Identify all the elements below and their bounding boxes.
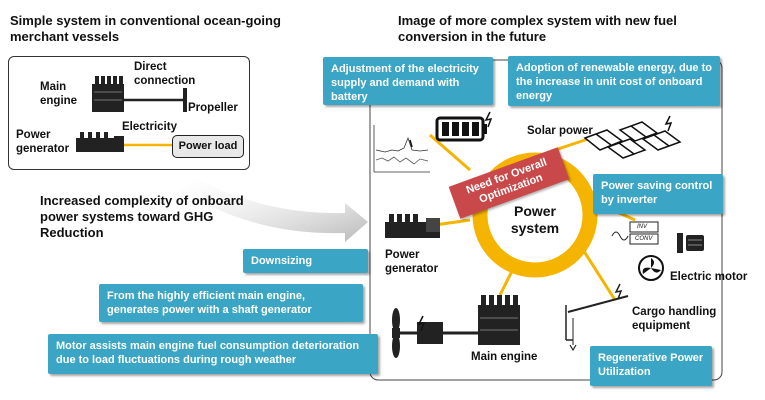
shaft-generator-callout: From the highly efficient main engine, g…	[99, 284, 363, 322]
power-system-label: Power system	[510, 203, 560, 236]
right-panel-title: Image of more complex system with new fu…	[398, 13, 677, 44]
electric-motor-label: Electric motor	[670, 271, 748, 283]
power-generator-icon	[385, 214, 440, 238]
transition-arrow	[180, 178, 368, 242]
power-generator-icon-small	[76, 132, 124, 152]
conv-label: CONV	[635, 236, 653, 242]
inverter-callout: Power saving control by inverter	[593, 174, 723, 214]
battery-icon	[435, 111, 493, 142]
demand-graph-icon	[373, 125, 430, 173]
main-engine-label-right: Main engine	[471, 351, 538, 363]
electric-motor-icon	[638, 233, 704, 281]
transition-label: Increased complexity of onboard power sy…	[40, 193, 244, 240]
inv-label: INV	[637, 224, 648, 230]
propeller-icon-small	[183, 88, 187, 112]
propeller-icon	[392, 308, 400, 358]
renewable-callout: Adoption of renewable energy, due to the…	[508, 56, 720, 106]
cargo-handling-label: Cargo handling equipment	[632, 306, 717, 332]
left-panel-frame	[8, 56, 250, 170]
main-engine-icon	[478, 295, 520, 345]
regenerative-callout: Regenerative Power Utilization	[590, 346, 712, 386]
power-load-box: Power load	[172, 135, 244, 158]
motor-assist-callout: Motor assists main engine fuel consumpti…	[48, 334, 378, 374]
battery-callout: Adjustment of the electricity supply and…	[323, 57, 493, 105]
power-generator-label-left: Power generator	[16, 129, 70, 155]
left-panel-title: Simple system in conventional ocean-goin…	[10, 13, 281, 44]
cargo-crane-icon	[565, 283, 629, 352]
main-engine-icon-small	[92, 76, 124, 112]
solar-panel-icon	[583, 115, 682, 159]
direct-connection-label: Direct connection	[134, 61, 196, 87]
main-engine-label: Main engine	[40, 81, 78, 107]
shaft-generator-icon	[417, 315, 443, 344]
electricity-label: Electricity	[122, 121, 177, 133]
power-generator-label: Power generator	[385, 249, 439, 275]
downsizing-callout: Downsizing	[243, 249, 368, 273]
solar-power-label: Solar power	[527, 125, 593, 137]
inverter-icon	[611, 221, 659, 245]
propeller-label: Propeller	[188, 102, 238, 114]
